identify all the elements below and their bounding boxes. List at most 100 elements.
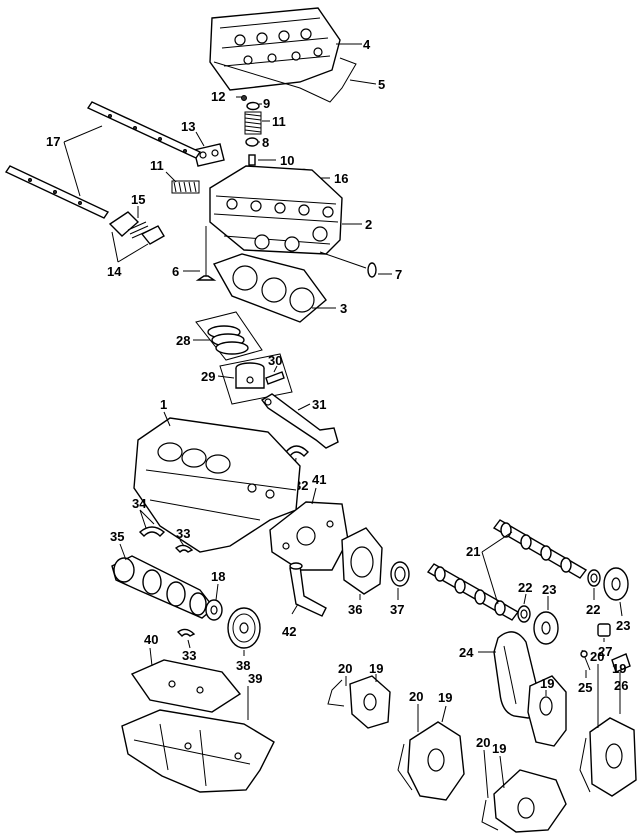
valve-cover-gasket[interactable] — [213, 57, 357, 103]
camshaft-upper[interactable] — [492, 519, 588, 579]
callout-19-d: 19 — [612, 661, 626, 676]
camshaft-seal-upper[interactable] — [587, 569, 601, 587]
callout-37: 37 — [390, 602, 404, 617]
callout-42: 42 — [282, 624, 296, 639]
callout-33-upper: 33 — [176, 526, 190, 541]
callout-40: 40 — [144, 632, 158, 647]
callout-19-e: 19 — [492, 741, 506, 756]
camshaft-pulley-lower[interactable] — [533, 611, 559, 645]
valve-spring-retainer[interactable] — [246, 101, 260, 111]
callout-11-lower: 11 — [150, 158, 164, 173]
callout-31: 31 — [312, 397, 326, 412]
callout-25: 25 — [578, 680, 592, 695]
callout-19-a: 19 — [369, 661, 383, 676]
valve-guide[interactable] — [248, 154, 256, 166]
valve-spring-lower[interactable] — [171, 180, 200, 194]
crankshaft[interactable] — [111, 555, 215, 619]
main-bearing-upper[interactable] — [138, 526, 166, 537]
callout-16: 16 — [334, 171, 348, 186]
rocker-arm-assembly[interactable] — [193, 143, 225, 167]
callout-35: 35 — [110, 529, 124, 544]
callout-26: 26 — [614, 678, 628, 693]
valve-seal[interactable] — [245, 137, 259, 147]
callout-33-lower: 33 — [182, 648, 196, 663]
piston-pin[interactable] — [265, 371, 285, 385]
callout-20-b: 20 — [409, 689, 423, 704]
callout-2: 2 — [365, 217, 372, 232]
timing-cover-gasket-1[interactable] — [327, 679, 345, 707]
tensioner-adjuster[interactable] — [611, 653, 631, 673]
oil-pump[interactable] — [269, 501, 349, 571]
timing-cover-2[interactable] — [407, 721, 465, 801]
callout-36: 36 — [348, 602, 362, 617]
callout-17: 17 — [46, 134, 60, 149]
rear-seal-housing[interactable] — [341, 527, 383, 595]
callout-23-lower: 23 — [542, 582, 556, 597]
camshaft-pulley-upper[interactable] — [603, 567, 629, 601]
callout-14: 14 — [107, 264, 122, 279]
callout-20-d: 20 — [476, 735, 490, 750]
callout-29: 29 — [201, 369, 215, 384]
intake-valve[interactable] — [195, 226, 217, 281]
timing-cover-3[interactable] — [527, 675, 567, 747]
main-bearing-33-lower[interactable] — [176, 628, 196, 637]
callout-28: 28 — [176, 333, 190, 348]
piston-rings[interactable] — [207, 325, 249, 355]
main-bearing-33-upper[interactable] — [174, 544, 194, 553]
callout-30: 30 — [268, 353, 282, 368]
callout-15: 15 — [131, 192, 145, 207]
connecting-rod[interactable] — [260, 393, 339, 449]
callout-39: 39 — [248, 671, 262, 686]
timing-cover-1[interactable] — [349, 675, 391, 729]
callout-38: 38 — [236, 658, 250, 673]
callout-8: 8 — [262, 135, 269, 150]
piston-box — [219, 353, 293, 405]
head-gasket[interactable] — [212, 253, 327, 323]
timing-cover-gasket-5[interactable] — [481, 799, 499, 831]
callout-34: 34 — [132, 496, 147, 511]
callout-5: 5 — [378, 77, 385, 92]
callout-20-c: 20 — [590, 649, 604, 664]
rear-main-seal[interactable] — [390, 561, 410, 587]
rocker-arm-small[interactable] — [108, 211, 165, 245]
valve-spring-upper[interactable] — [244, 111, 262, 135]
callout-41: 41 — [312, 472, 326, 487]
callout-7: 7 — [395, 267, 402, 282]
valve-cover[interactable] — [209, 7, 341, 91]
oil-pan[interactable] — [121, 709, 275, 793]
piston[interactable] — [235, 362, 265, 389]
crank-sprocket[interactable] — [205, 599, 223, 621]
oil-pan-baffle[interactable] — [130, 659, 242, 713]
timing-cover-4[interactable] — [589, 717, 637, 797]
callout-22-lower: 22 — [518, 580, 532, 595]
tensioner-pulley[interactable] — [597, 623, 611, 637]
valve-keeper[interactable] — [241, 95, 247, 101]
callout-19-c: 19 — [540, 676, 554, 691]
crank-pulley[interactable] — [227, 607, 261, 649]
cylinder-head[interactable] — [209, 165, 343, 255]
rocker-shaft-upper[interactable] — [86, 101, 202, 159]
callout-22-upper: 22 — [586, 602, 600, 617]
rod-bearing[interactable] — [285, 445, 309, 458]
callout-1: 1 — [160, 397, 167, 412]
callout-21: 21 — [466, 544, 480, 559]
rocker-shaft-lower[interactable] — [4, 165, 110, 219]
callout-13: 13 — [181, 119, 195, 134]
callout-24: 24 — [459, 645, 474, 660]
timing-cover-5[interactable] — [493, 769, 567, 833]
exhaust-valve[interactable] — [319, 251, 377, 278]
tensioner-bolt[interactable] — [580, 649, 591, 671]
engine-block[interactable] — [133, 417, 301, 553]
rocker-spring[interactable] — [127, 221, 151, 239]
camshaft-lower[interactable] — [426, 563, 520, 621]
camshaft-seal-lower[interactable] — [517, 605, 531, 623]
callout-27: 27 — [598, 644, 612, 659]
callout-19-b: 19 — [438, 690, 452, 705]
callout-12: 12 — [211, 89, 225, 104]
callout-10: 10 — [280, 153, 294, 168]
timing-cover-gasket-4[interactable] — [579, 737, 591, 793]
oil-pickup[interactable] — [289, 562, 327, 617]
callout-11-upper: 11 — [272, 114, 286, 129]
timing-cover-gasket-2[interactable] — [397, 743, 413, 791]
